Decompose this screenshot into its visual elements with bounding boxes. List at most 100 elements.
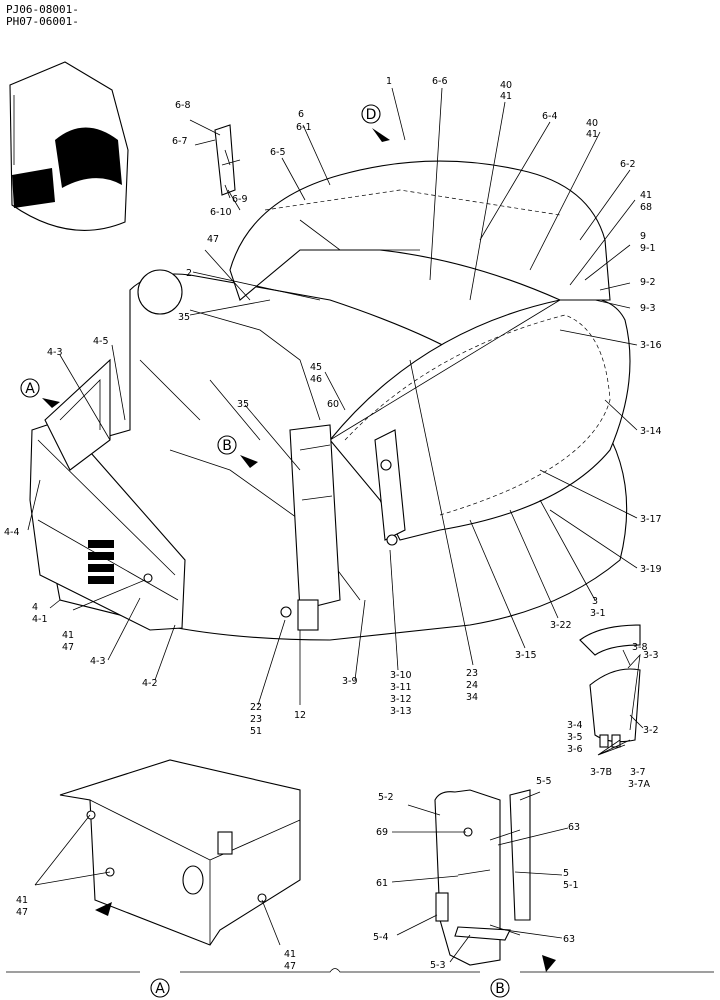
callout: 69	[376, 827, 388, 838]
callout: 3-6	[567, 744, 583, 755]
callout: 5-4	[373, 932, 389, 943]
callout: 45	[310, 362, 322, 373]
svg-text:B: B	[222, 438, 232, 454]
callout: 1	[386, 76, 392, 87]
callout: 3-15	[515, 650, 537, 661]
serial-range-2: PH07-06001-	[6, 15, 79, 28]
machine-silhouette-inset	[9, 61, 129, 231]
svg-text:B: B	[495, 981, 505, 997]
callout: 9	[640, 231, 646, 242]
callout: 4-5	[93, 336, 109, 347]
callout: 3-3	[643, 650, 659, 661]
callout: 4-3	[90, 656, 106, 667]
cover-detail-inset	[579, 624, 641, 748]
callout: 40	[586, 118, 598, 129]
callout: 6-8	[175, 100, 191, 111]
view-arrows	[42, 128, 390, 468]
callout: 41	[284, 949, 296, 960]
callout: 41	[500, 91, 512, 102]
callout: 3-1	[590, 608, 606, 619]
callout: 6-5	[270, 147, 286, 158]
callout: 9-3	[640, 303, 656, 314]
callout: 34	[466, 692, 478, 703]
callout: 5-2	[378, 792, 394, 803]
callout: 5-3	[430, 960, 446, 971]
callout: 6-4	[542, 111, 558, 122]
callout: 61	[376, 878, 388, 889]
callout: 6-2	[620, 159, 636, 170]
detail-panel-b	[434, 789, 556, 972]
callout: 3-2	[643, 725, 659, 736]
callout: 6	[298, 109, 304, 120]
callout: 51	[250, 726, 262, 737]
detail-panel-a	[59, 759, 301, 946]
callout: 3	[592, 596, 598, 607]
callout: 6-9	[232, 194, 248, 205]
callout: 3-10	[390, 670, 412, 681]
callout-labels: 1 6-6 40 41 6-4 40 41 6 6-1 6-5 6-8 6-7 …	[4, 76, 662, 972]
callout: 3-16	[640, 340, 662, 351]
callout: 4-2	[142, 678, 158, 689]
callout: 63	[563, 934, 575, 945]
view-marker-b: B	[217, 435, 237, 455]
callout: 3-22	[550, 620, 572, 631]
callout: 2	[186, 268, 192, 279]
callout: 47	[16, 907, 28, 918]
svg-text:D: D	[366, 107, 377, 123]
callout: 23	[250, 714, 262, 725]
callout: 6-10	[210, 207, 232, 218]
callout: 3-13	[390, 706, 412, 717]
callout: 41	[16, 895, 28, 906]
callout: 22	[250, 702, 262, 713]
serial-range-1: PJ06-08001-	[6, 3, 79, 16]
callout: 6-6	[432, 76, 448, 87]
panel-separator	[6, 968, 714, 973]
callout: 3-14	[640, 426, 662, 437]
callout: 9-1	[640, 243, 656, 254]
callout: 5-5	[536, 776, 552, 787]
callout: 4-3	[47, 347, 63, 358]
callout: 24	[466, 680, 478, 691]
callout: 3-17	[640, 514, 662, 525]
callout: 3-7	[630, 767, 646, 778]
panel-label-b: B	[490, 978, 510, 998]
view-marker-d: D	[361, 104, 381, 124]
callout: 47	[62, 642, 74, 653]
callout: 12	[294, 710, 306, 721]
callout: 3-12	[390, 694, 412, 705]
callout: 3-19	[640, 564, 662, 575]
callout: 41	[62, 630, 74, 641]
callout: 3-9	[342, 676, 358, 687]
callout: 40	[500, 80, 512, 91]
main-exploded-view	[29, 124, 631, 641]
callout: 3-4	[567, 720, 583, 731]
callout: 5-1	[563, 880, 579, 891]
svg-text:A: A	[25, 381, 35, 397]
callout: 4-1	[32, 614, 48, 625]
callout: 4	[32, 602, 38, 613]
callout: 6-1	[296, 122, 312, 133]
svg-text:A: A	[155, 981, 165, 997]
callout: 5	[563, 868, 569, 879]
callout: 68	[640, 202, 652, 213]
callout: 63	[568, 822, 580, 833]
callout: 3-7B	[590, 767, 612, 778]
leader-lines	[27, 87, 644, 963]
callout: 35	[178, 312, 190, 323]
callout: 41	[640, 190, 652, 201]
panel-label-a: A	[150, 978, 170, 998]
callout: 35	[237, 399, 249, 410]
callout: 9-2	[640, 277, 656, 288]
callout: 60	[327, 399, 339, 410]
callout: 3-5	[567, 732, 583, 743]
callout: 3-11	[390, 682, 412, 693]
callout: 3-8	[632, 642, 648, 653]
callout: 47	[284, 961, 296, 972]
callout: 23	[466, 668, 478, 679]
callout: 6-7	[172, 136, 188, 147]
callout: 4-4	[4, 527, 20, 538]
view-marker-a: A	[20, 378, 40, 398]
callout: 3-7A	[628, 779, 651, 790]
